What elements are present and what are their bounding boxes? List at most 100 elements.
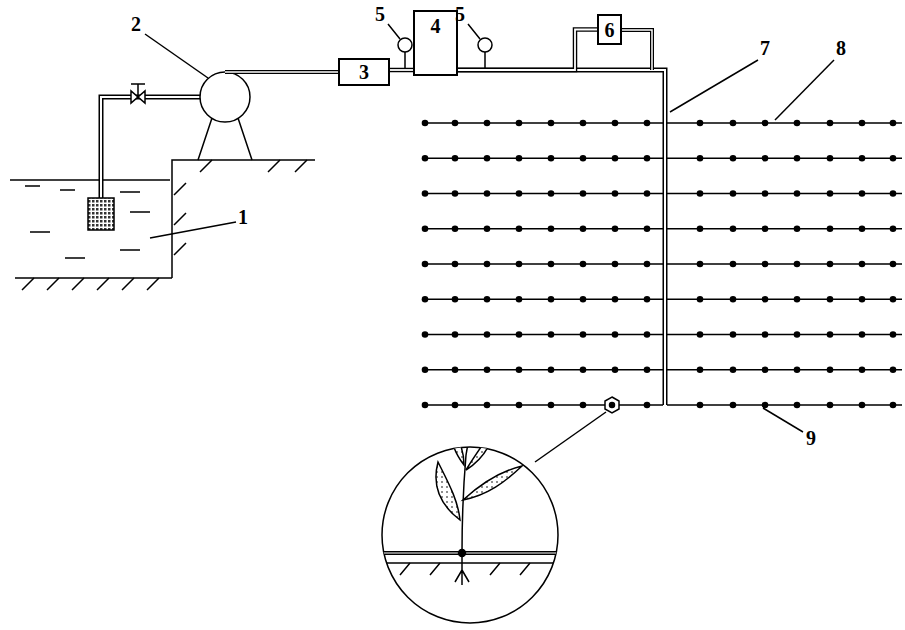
emitter-dot [548,296,555,303]
emitter-dot [548,261,555,268]
emitter-dot [794,120,801,127]
emitter-dot [794,261,801,268]
wall-hatch [174,183,186,255]
emitter-dot [580,402,587,409]
emitter-dot [697,402,704,409]
emitter-dot [794,190,801,197]
emitter-dot [827,190,834,197]
leader-line [670,60,758,112]
emitter-dot [548,331,555,338]
emitter-dot [794,155,801,162]
plant-root [455,553,469,585]
emitter-dot [827,402,834,409]
callout-number: 5 [455,4,465,24]
callout-number: 9 [806,428,816,448]
pump-symbol [200,72,250,122]
delivery-pipe [225,71,340,73]
emitter-dot [697,296,704,303]
emitter-dot [422,261,429,268]
callout-number: 6 [605,20,615,43]
pump-stand [198,118,252,160]
emitter-dot [422,120,429,127]
emitter-dot [762,331,769,338]
emitter-dot [516,402,523,409]
emitter-dot [548,120,555,127]
pipe-bore [390,69,413,71]
emitter-dot [422,366,429,373]
emitter-dot [859,331,866,338]
delivery-pipe [225,70,340,74]
emitter-dot [890,366,897,373]
emitter-dot [612,155,619,162]
component-box: 6 [597,14,622,45]
emitter-dot [452,261,459,268]
emitter-dot [890,261,897,268]
emitter-dot [859,366,866,373]
emitter-dot [422,155,429,162]
emitter-dot [548,190,555,197]
emitter-dot [516,155,523,162]
emitter-dot [516,261,523,268]
emitter-dot [452,366,459,373]
emitter-dot [484,190,491,197]
emitter-dot [422,190,429,197]
emitter-dot [610,403,615,408]
emitter-dot [827,296,834,303]
emitter-dot [697,155,704,162]
emitter-dot [697,225,704,232]
callout-number: 8 [836,38,846,58]
pressure-gauge [478,38,492,52]
emitter-dot [484,120,491,127]
pipe-outline [390,68,413,73]
emitter-dot [452,331,459,338]
plant-leaf [436,462,460,520]
pipe-outline [458,30,597,71]
emitter-dot [484,155,491,162]
emitter-dot [730,261,737,268]
emitter-dot [762,366,769,373]
emitter-dot [890,296,897,303]
emitter-dot [612,331,619,338]
main-pipe [458,70,665,405]
pipe-connector [390,70,413,71]
emitter-dot [644,155,651,162]
emitter-dot [580,296,587,303]
emitter-dot [580,120,587,127]
leader-line [145,34,208,78]
emitter-dot [859,190,866,197]
emitter-dot [516,366,523,373]
emitter-dot [730,225,737,232]
emitter-dot [762,296,769,303]
soil-line [380,562,560,564]
plant-stem [462,432,470,553]
plant-leaf [466,425,496,470]
emitter-dot [697,190,704,197]
leader-line [763,408,803,432]
emitter-dot [890,225,897,232]
emitter-dot [516,190,523,197]
emitter-dot [762,190,769,197]
emitter-dot [459,550,466,557]
emitter-dot [548,402,555,409]
water-surface [10,179,170,181]
emitter-dot [697,120,704,127]
emitter-dot [484,261,491,268]
emitter-dot [612,366,619,373]
emitter-dot [859,296,866,303]
emitter-dot [612,225,619,232]
pipe-connector [458,30,597,71]
detail-circle [382,447,558,623]
emitter-dot [644,402,651,409]
emitter-dot [422,296,429,303]
emitter-dot [580,261,587,268]
emitter-dot [859,225,866,232]
emitter-dot [484,225,491,232]
emitter-dot [548,225,555,232]
lateral-lines [422,120,902,409]
emitter-dot [730,155,737,162]
emitter-dot [697,366,704,373]
emitter-dot [644,366,651,373]
suction-pipe [101,97,212,198]
